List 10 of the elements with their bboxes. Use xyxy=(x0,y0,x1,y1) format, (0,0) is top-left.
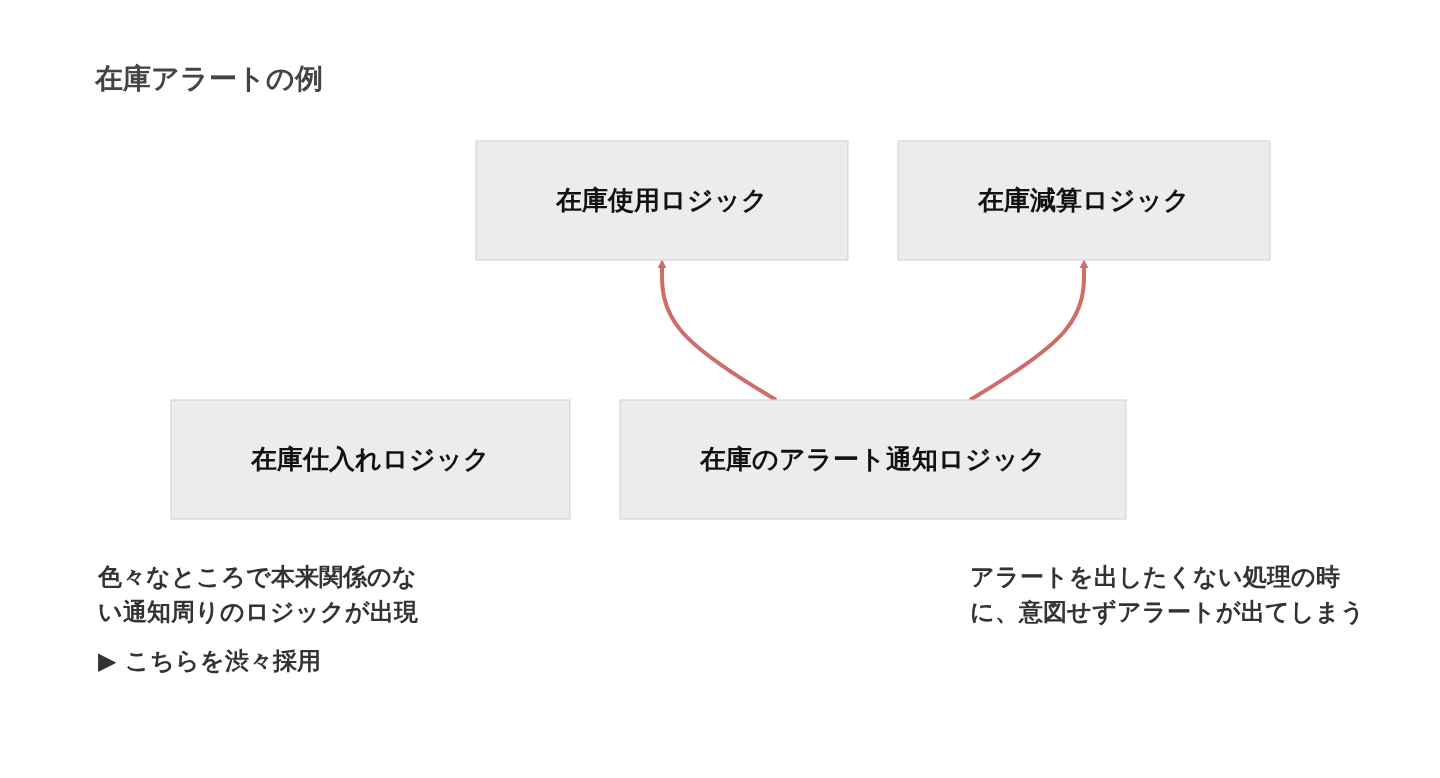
node-box: 在庫仕入れロジック xyxy=(170,399,570,520)
node-box: 在庫減算ロジック xyxy=(897,140,1270,261)
title: 在庫アラートの例 xyxy=(95,61,323,97)
note-text: ▶ こちらを渋々採用 xyxy=(98,645,322,677)
node-box: 在庫使用ロジック xyxy=(475,140,848,261)
arrow xyxy=(657,259,777,402)
node-box: 在庫のアラート通知ロジック xyxy=(619,399,1126,520)
note-text: 色々なところで本来関係のない通知周りのロジックが出現 xyxy=(98,562,419,628)
arrow xyxy=(968,259,1088,402)
note-text: アラートを出したくない処理の時に、意図せずアラートが出てしまう xyxy=(970,562,1366,628)
